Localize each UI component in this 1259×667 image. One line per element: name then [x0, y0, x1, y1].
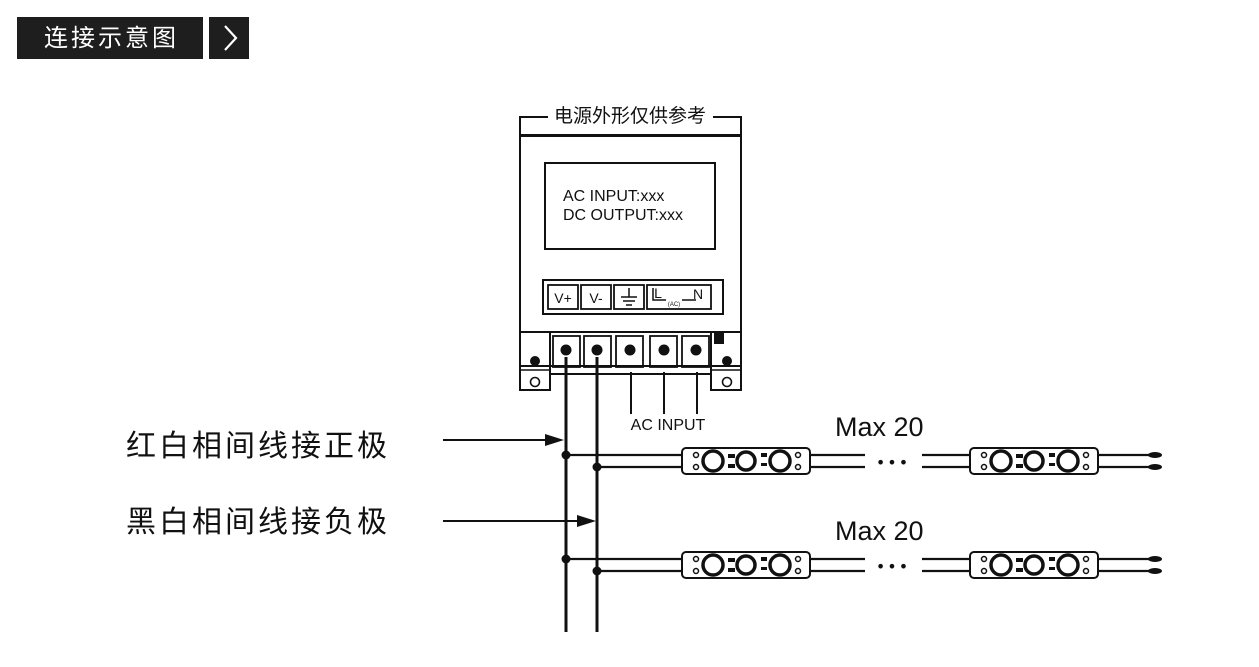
section-title: 连接示意图	[17, 17, 203, 59]
ellipsis-2: •••	[876, 557, 910, 576]
power-supply	[519, 116, 742, 391]
arrow-right-icon	[577, 515, 596, 527]
psu-label-line2: DC OUTPUT:xxx	[563, 207, 683, 224]
label-arrows	[443, 434, 596, 527]
chevron-right-icon	[209, 17, 249, 59]
terminal-vminus: V-	[589, 290, 603, 306]
psu-label-line1: AC INPUT:xxx	[563, 188, 664, 205]
led-string-2	[561, 550, 1162, 580]
terminal-vplus: V+	[554, 290, 572, 306]
negative-wire-label: 黑白相间线接负极	[126, 505, 390, 540]
psu-caption: 电源外形仅供参考	[554, 105, 706, 127]
section-header: 连接示意图	[17, 17, 249, 59]
max-count-label-2: Max 20	[835, 516, 924, 546]
positive-wire-label: 红白相间线接正极	[126, 429, 390, 464]
terminal-n: N	[693, 286, 703, 302]
terminal-ac-sub: (AC)	[668, 302, 680, 308]
dc-bus-wires	[564, 357, 599, 632]
ac-input-label: AC INPUT	[631, 417, 706, 434]
ac-input-leads	[630, 372, 698, 414]
led-string-1	[561, 446, 1162, 476]
terminal-l: L	[654, 285, 662, 301]
ellipsis-1: •••	[876, 453, 910, 472]
max-count-label-1: Max 20	[835, 412, 924, 442]
arrow-right-icon	[545, 434, 564, 446]
